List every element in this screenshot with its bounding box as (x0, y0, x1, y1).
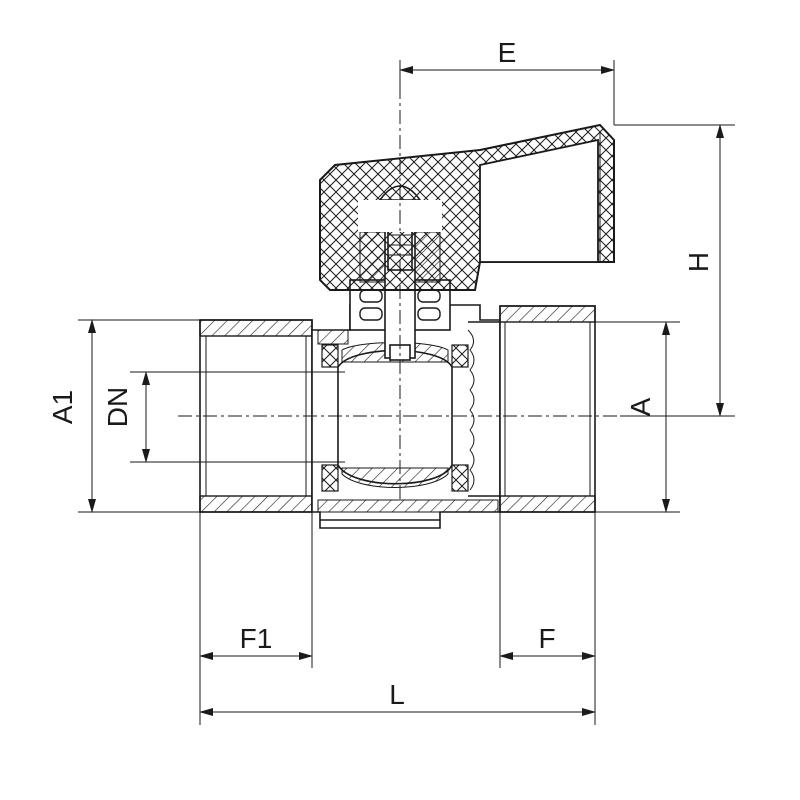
label-H: H (683, 252, 714, 272)
body-hatch-bottom (317, 499, 499, 513)
center-lines (178, 60, 620, 500)
dimension-DN: DN (102, 371, 345, 463)
label-A: A (625, 397, 656, 416)
packing-ring-3 (359, 307, 383, 321)
right-thread-bottom (499, 495, 596, 513)
label-F: F (538, 623, 555, 654)
dimension-F1: F1 (199, 512, 313, 725)
left-thread-top (199, 319, 313, 337)
right-seat-bottom (451, 464, 469, 492)
left-seat-top (321, 344, 339, 368)
dimension-L: L (199, 679, 596, 716)
label-F1: F1 (240, 623, 273, 654)
dimension-A: A (595, 321, 680, 513)
dimension-A1: A1 (47, 319, 200, 513)
label-A1: A1 (47, 390, 78, 424)
label-L: L (389, 679, 405, 710)
dimension-H: H (614, 124, 735, 417)
ball-hatch-bottom (341, 467, 449, 488)
left-seat-bottom (321, 464, 339, 492)
ball (337, 349, 453, 485)
right-boss (468, 321, 500, 497)
dimension-E: E (399, 37, 615, 125)
packing-ring-1 (359, 289, 383, 303)
left-thread-bottom (199, 495, 313, 513)
right-end-fitting (499, 305, 596, 513)
label-DN: DN (102, 387, 133, 427)
right-thread-top (499, 305, 596, 323)
label-E: E (498, 37, 517, 68)
body-hatch-top (317, 329, 349, 345)
right-seat-top (451, 344, 469, 368)
dimension-F: F (499, 512, 596, 725)
right-boss-thread (467, 329, 475, 491)
packing-ring-4 (417, 307, 441, 321)
handle-cutout (479, 138, 599, 263)
packing-ring-2 (417, 289, 441, 303)
handle-lever (319, 123, 615, 291)
